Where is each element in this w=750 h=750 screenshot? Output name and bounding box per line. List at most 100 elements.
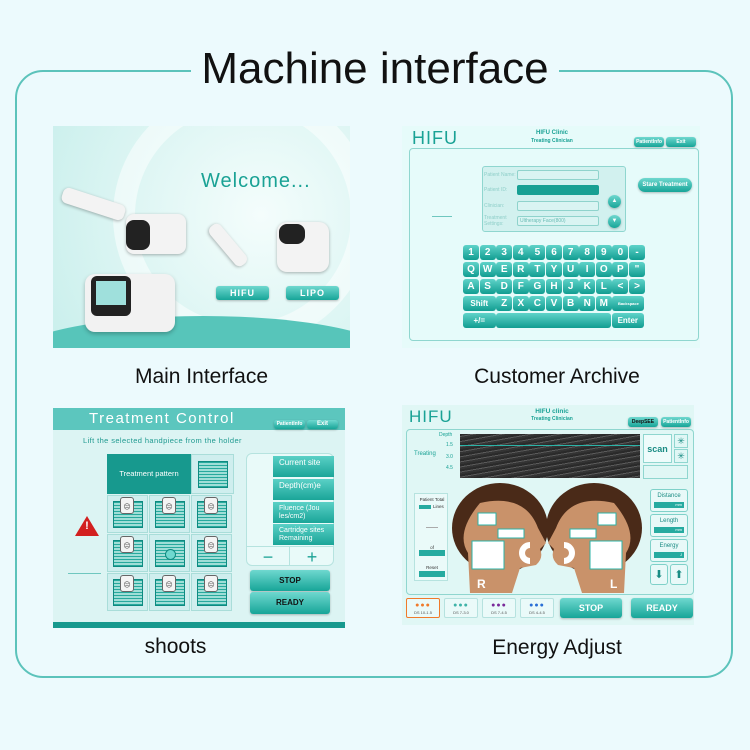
- key-m[interactable]: M: [595, 296, 612, 311]
- pattern-cell[interactable]: ☹: [191, 495, 232, 533]
- key-backspace[interactable]: Backspace: [612, 296, 645, 311]
- stop-button[interactable]: STOP: [250, 570, 330, 591]
- key-o[interactable]: O: [595, 262, 612, 277]
- brightness-up-icon[interactable]: ✳: [674, 434, 688, 448]
- clinician-input[interactable]: [517, 201, 599, 211]
- scan-button[interactable]: scan: [643, 434, 672, 463]
- pattern-cell[interactable]: ☹: [149, 573, 190, 611]
- distance-value[interactable]: mm: [654, 502, 684, 508]
- key-n[interactable]: N: [579, 296, 596, 311]
- key-5[interactable]: 5: [529, 245, 546, 260]
- key-2[interactable]: 2: [479, 245, 496, 260]
- start-treatment-button[interactable]: Stare Treatment: [638, 178, 692, 192]
- key-0[interactable]: 0: [612, 245, 629, 260]
- mode-button[interactable]: ●●●DS 7-3.0: [444, 598, 478, 618]
- pattern-cell[interactable]: [149, 534, 190, 572]
- key-b[interactable]: B: [562, 296, 579, 311]
- key-f[interactable]: F: [512, 279, 529, 294]
- down-arrow-icon[interactable]: ▼: [608, 215, 621, 228]
- lipo-button[interactable]: LIPO: [286, 286, 339, 300]
- key-q[interactable]: Q: [463, 262, 479, 277]
- key-u[interactable]: U: [562, 262, 579, 277]
- pattern-cell[interactable]: ☹: [191, 573, 232, 611]
- key-t[interactable]: T: [529, 262, 546, 277]
- key-space[interactable]: [496, 313, 612, 328]
- pattern-cell[interactable]: ☹: [107, 573, 148, 611]
- pattern-cell[interactable]: ☹: [107, 495, 148, 533]
- key-y[interactable]: Y: [546, 262, 562, 277]
- ready-button[interactable]: READY: [631, 598, 693, 618]
- patientinfo-button[interactable]: PatientInfo: [274, 420, 305, 429]
- patientinfo-button[interactable]: PatientInfo: [661, 417, 691, 427]
- mode-button[interactable]: ●●●DS 7-4.5: [482, 598, 516, 618]
- energy-value[interactable]: J: [654, 552, 684, 558]
- scan-blank-box: [643, 465, 688, 479]
- pattern-cell[interactable]: ☹: [107, 534, 148, 572]
- lipo-handpiece: [277, 222, 329, 272]
- key-3[interactable]: 3: [496, 245, 513, 260]
- key-s[interactable]: S: [479, 279, 496, 294]
- key-symbol[interactable]: -: [629, 245, 645, 260]
- exit-button[interactable]: Exit: [666, 137, 696, 147]
- key-x[interactable]: X: [512, 296, 529, 311]
- mode-button[interactable]: ●●●DS 10-1.5: [406, 598, 440, 618]
- key-7[interactable]: 7: [562, 245, 579, 260]
- instruction-text: Lift the selected handpiece from the hol…: [83, 436, 242, 445]
- key-g[interactable]: G: [529, 279, 546, 294]
- patient-id-input[interactable]: [517, 185, 599, 195]
- key-z[interactable]: Z: [496, 296, 513, 311]
- key-4[interactable]: 4: [512, 245, 529, 260]
- key-6[interactable]: 6: [546, 245, 562, 260]
- key-d[interactable]: D: [496, 279, 513, 294]
- key-v[interactable]: V: [546, 296, 562, 311]
- mode-label: DS 10-1.5: [413, 610, 432, 615]
- pattern-cell[interactable]: ☹: [149, 495, 190, 533]
- key-enter[interactable]: Enter: [611, 313, 644, 328]
- key-e[interactable]: E: [496, 262, 513, 277]
- key-a[interactable]: A: [463, 279, 479, 294]
- minus-button[interactable]: −: [247, 546, 290, 567]
- ready-button[interactable]: READY: [250, 592, 330, 614]
- brightness-down-icon[interactable]: ✳: [674, 449, 688, 463]
- key-symbol[interactable]: <: [612, 279, 629, 294]
- key-9[interactable]: 9: [595, 245, 612, 260]
- plus-button[interactable]: +: [290, 546, 334, 567]
- key-l[interactable]: L: [595, 279, 612, 294]
- patientinfo-button[interactable]: PatientInfo: [634, 137, 664, 147]
- key-shift[interactable]: Shift: [463, 296, 496, 311]
- mode-button[interactable]: ●●●DS 4-4.5: [520, 598, 554, 618]
- key-symbol[interactable]: +/=: [463, 313, 496, 328]
- hifu-button[interactable]: HIFU: [216, 286, 269, 300]
- pattern-fill: [197, 501, 227, 528]
- lines-label: Lines: [433, 504, 444, 509]
- key-k[interactable]: K: [579, 279, 596, 294]
- clinician-name: Treating Clinician: [531, 416, 573, 422]
- key-p[interactable]: P: [612, 262, 629, 277]
- key-r[interactable]: R: [512, 262, 529, 277]
- divider-dash: [432, 216, 452, 217]
- up-arrow-icon[interactable]: ▲: [608, 195, 621, 208]
- key-h[interactable]: H: [546, 279, 562, 294]
- patient-name-input[interactable]: [517, 170, 599, 180]
- mode-label: DS 7-4.5: [491, 610, 507, 615]
- key-c[interactable]: C: [529, 296, 546, 311]
- key-symbol[interactable]: >: [629, 279, 645, 294]
- arrow-up-icon[interactable]: ⬆: [670, 564, 688, 585]
- stop-button[interactable]: STOP: [560, 598, 622, 618]
- key-8[interactable]: 8: [579, 245, 596, 260]
- treatment-settings-select[interactable]: Ultherapy Face(800): [517, 216, 599, 226]
- key-j[interactable]: J: [562, 279, 579, 294]
- key-w[interactable]: W: [479, 262, 496, 277]
- key-1[interactable]: 1: [463, 245, 479, 260]
- face-label-l: L: [610, 577, 618, 591]
- reset-button[interactable]: [419, 571, 445, 577]
- key-i[interactable]: I: [579, 262, 596, 277]
- length-value[interactable]: mm: [654, 527, 684, 533]
- exit-button[interactable]: Exit: [307, 420, 338, 429]
- key-symbol[interactable]: ": [629, 262, 645, 277]
- pattern-cell[interactable]: ☹: [191, 534, 232, 572]
- deepsee-button[interactable]: DeepSEE: [628, 417, 658, 427]
- arrow-down-icon[interactable]: ⬇: [650, 564, 668, 585]
- of-label: of: [430, 545, 434, 550]
- face-left: [546, 483, 642, 593]
